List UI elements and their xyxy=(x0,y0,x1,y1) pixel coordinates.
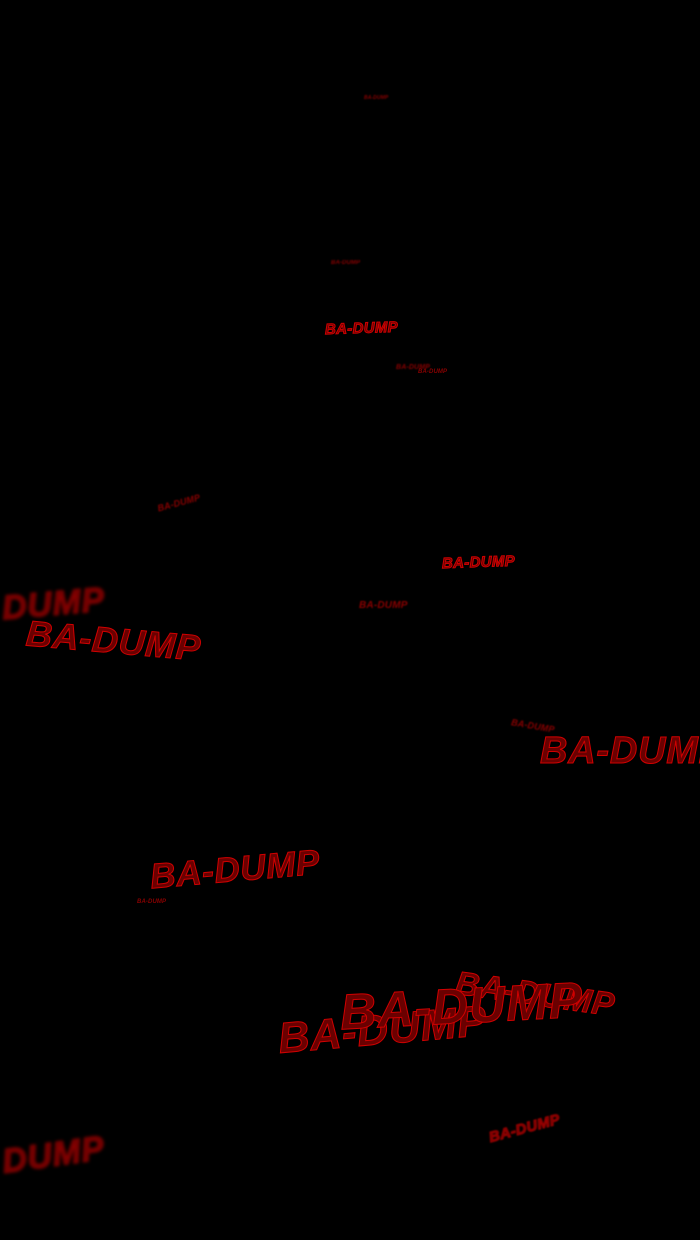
sfx-text: BA-DUMP xyxy=(441,552,516,573)
sfx-text: BA-DUMP xyxy=(331,260,361,266)
sfx-text: BA-DUMP xyxy=(156,492,202,514)
sfx-text: BA-DUMP xyxy=(540,730,700,773)
sfx-text: BA-DUMP xyxy=(324,318,399,339)
sfx-text: BA-DUMP xyxy=(418,369,448,375)
sfx-text: BA-DUMP xyxy=(137,899,167,905)
sfx-text: BA-DUMP xyxy=(396,364,431,371)
sfx-text: BA-DUMP xyxy=(148,842,322,897)
sfx-text: BA-DUMP xyxy=(338,971,585,1041)
sfx-text: BA-DUMP xyxy=(364,95,389,101)
sfx-text: BA-DUMP xyxy=(487,1110,563,1147)
sfx-text: DUMP xyxy=(0,1129,107,1182)
sfx-text: BA-DUMP xyxy=(359,600,408,611)
